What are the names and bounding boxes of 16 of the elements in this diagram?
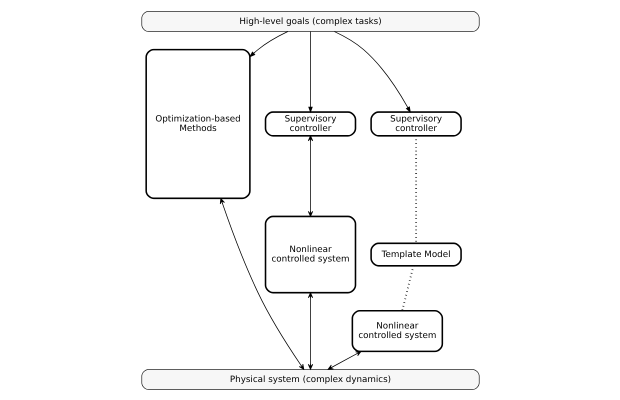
arrow — [219, 198, 304, 370]
node-box: Template Model — [370, 242, 462, 266]
node-box: Nonlinear controlled system — [351, 310, 443, 352]
arrow — [248, 30, 288, 57]
connector — [400, 265, 414, 310]
arrow — [308, 30, 312, 113]
node-box: Nonlinear controlled system — [264, 215, 356, 293]
node-box: Supervisory controller — [370, 110, 462, 136]
node-box: Supervisory controller — [264, 110, 356, 136]
node-box: Physical system (complex dynamics) — [141, 368, 479, 390]
node-box: High-level goals (complex tasks) — [141, 10, 479, 32]
arrow — [334, 30, 410, 113]
arrow — [307, 292, 313, 370]
arrow — [307, 134, 313, 216]
node-box: Optimization-based Methods — [144, 48, 250, 199]
arrow — [327, 350, 361, 370]
